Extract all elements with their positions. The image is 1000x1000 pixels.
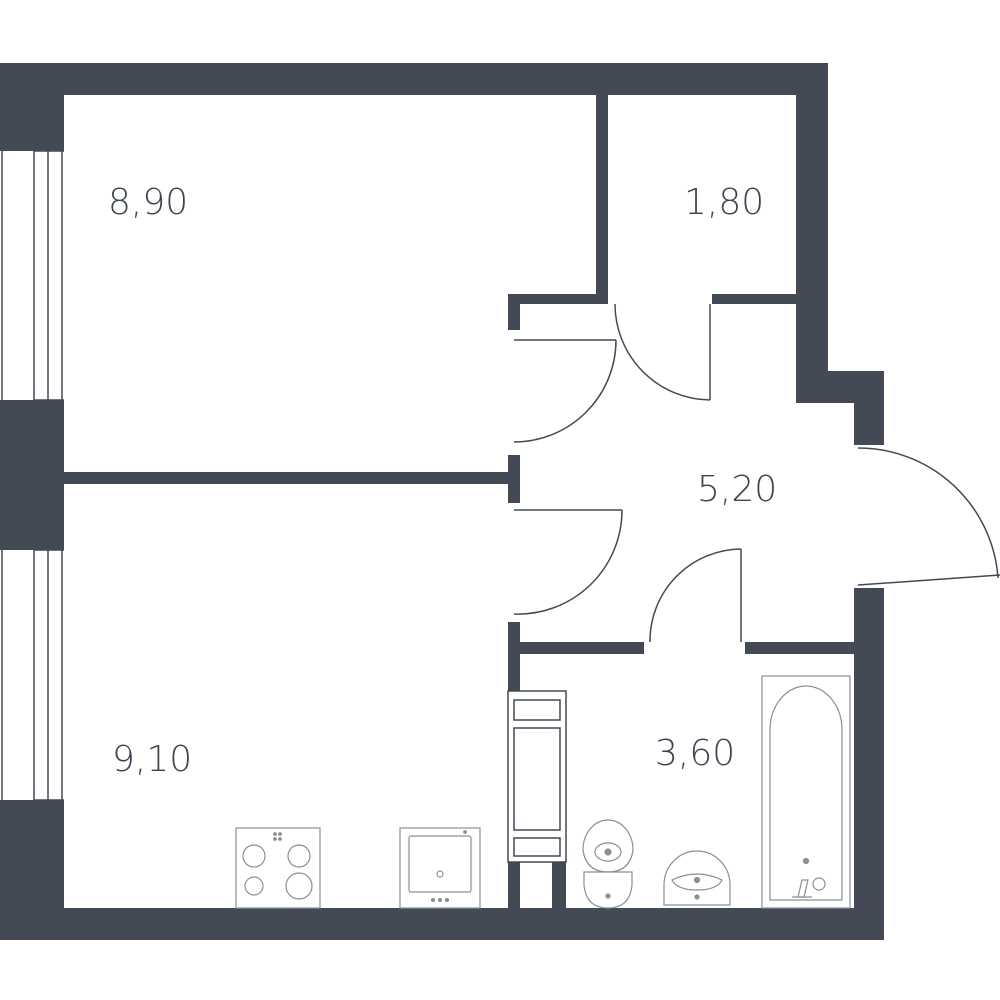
bathtub-icon <box>761 675 851 909</box>
door-storage <box>614 303 711 401</box>
wall-storage-bottom-right <box>712 294 802 304</box>
room-labels: 8,90 1,80 5,20 9,10 3,60 <box>108 182 777 780</box>
wall-storage-left <box>596 95 608 302</box>
wall-bedroom-kitchen <box>64 472 520 484</box>
doors <box>513 303 1000 643</box>
wall-bathroom-top-left <box>508 642 644 654</box>
washing-machine-icon <box>507 690 567 863</box>
area-label-bedroom: 8,90 <box>108 182 188 223</box>
door-bathroom <box>649 548 742 643</box>
wall-bathroom-stub <box>552 862 566 908</box>
wall-right-upper <box>796 63 828 403</box>
area-label-kitchen: 9,10 <box>112 739 192 780</box>
door-bedroom <box>513 339 617 443</box>
washbasin-icon <box>663 850 731 906</box>
wall-storage-bottom-left <box>508 294 608 304</box>
wall-bottom <box>0 908 884 940</box>
walls <box>0 63 884 940</box>
wall-left-pier <box>0 400 64 550</box>
wall-bathroom-top-right <box>745 642 855 654</box>
toilet-icon <box>582 819 634 909</box>
window-bedroom <box>0 150 64 401</box>
area-label-bathroom: 3,60 <box>655 733 735 774</box>
wall-top <box>0 63 828 95</box>
cooktop-icon <box>235 827 321 909</box>
sink-icon <box>399 827 481 909</box>
windows <box>0 150 64 801</box>
door-entrance <box>857 447 1000 586</box>
wall-bedroom-door-jamb-bottom <box>508 455 520 503</box>
door-kitchen <box>513 509 623 615</box>
window-kitchen <box>0 549 64 801</box>
wall-right-lower <box>854 588 884 940</box>
fixtures <box>235 675 851 909</box>
wall-left-upper <box>0 63 64 151</box>
area-label-storage: 1,80 <box>684 182 764 223</box>
wall-right-door-jamb <box>854 371 884 445</box>
area-label-hall: 5,20 <box>697 469 777 510</box>
wall-bedroom-door-jamb-top <box>508 294 520 330</box>
